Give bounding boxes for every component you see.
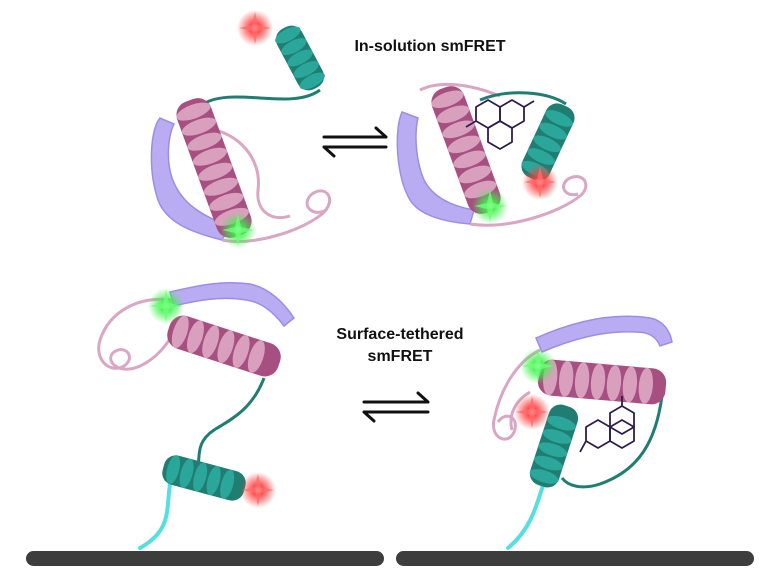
acceptor-fluorophore-icon [522, 164, 558, 200]
surface-tethered-label: Surface-tethered smFRET [300, 324, 500, 368]
surface-right [396, 551, 754, 566]
in-solution-label: In-solution smFRET [330, 36, 530, 58]
acceptor-fluorophore-icon [240, 472, 276, 508]
equilibrium-arrows-icon [324, 128, 386, 156]
tether [508, 482, 544, 548]
protein-open-solution [151, 10, 329, 248]
helix-pink [537, 358, 668, 405]
tether [140, 484, 170, 548]
beta-strand [536, 316, 672, 352]
equilibrium-arrows-icon [364, 393, 428, 421]
acceptor-fluorophore-icon [514, 394, 550, 430]
donor-fluorophore-icon [520, 348, 556, 384]
helix-teal [272, 21, 329, 94]
linker [198, 378, 264, 466]
donor-fluorophore-icon [472, 188, 508, 224]
surface-tethered-label-line1: Surface-tethered [300, 324, 500, 346]
linker [200, 90, 320, 106]
acceptor-fluorophore-icon [237, 10, 273, 46]
donor-fluorophore-icon [220, 212, 256, 248]
helix-teal [160, 453, 249, 504]
protein-closed-tethered [493, 316, 672, 548]
protein-closed-solution [397, 82, 586, 225]
protein-open-tethered [99, 283, 294, 548]
surface-tethered-label-line2: smFRET [300, 346, 500, 368]
surface-left [26, 551, 384, 566]
helix-pink [164, 312, 285, 380]
donor-fluorophore-icon [148, 288, 184, 324]
ligand-molecule-icon [580, 396, 634, 452]
